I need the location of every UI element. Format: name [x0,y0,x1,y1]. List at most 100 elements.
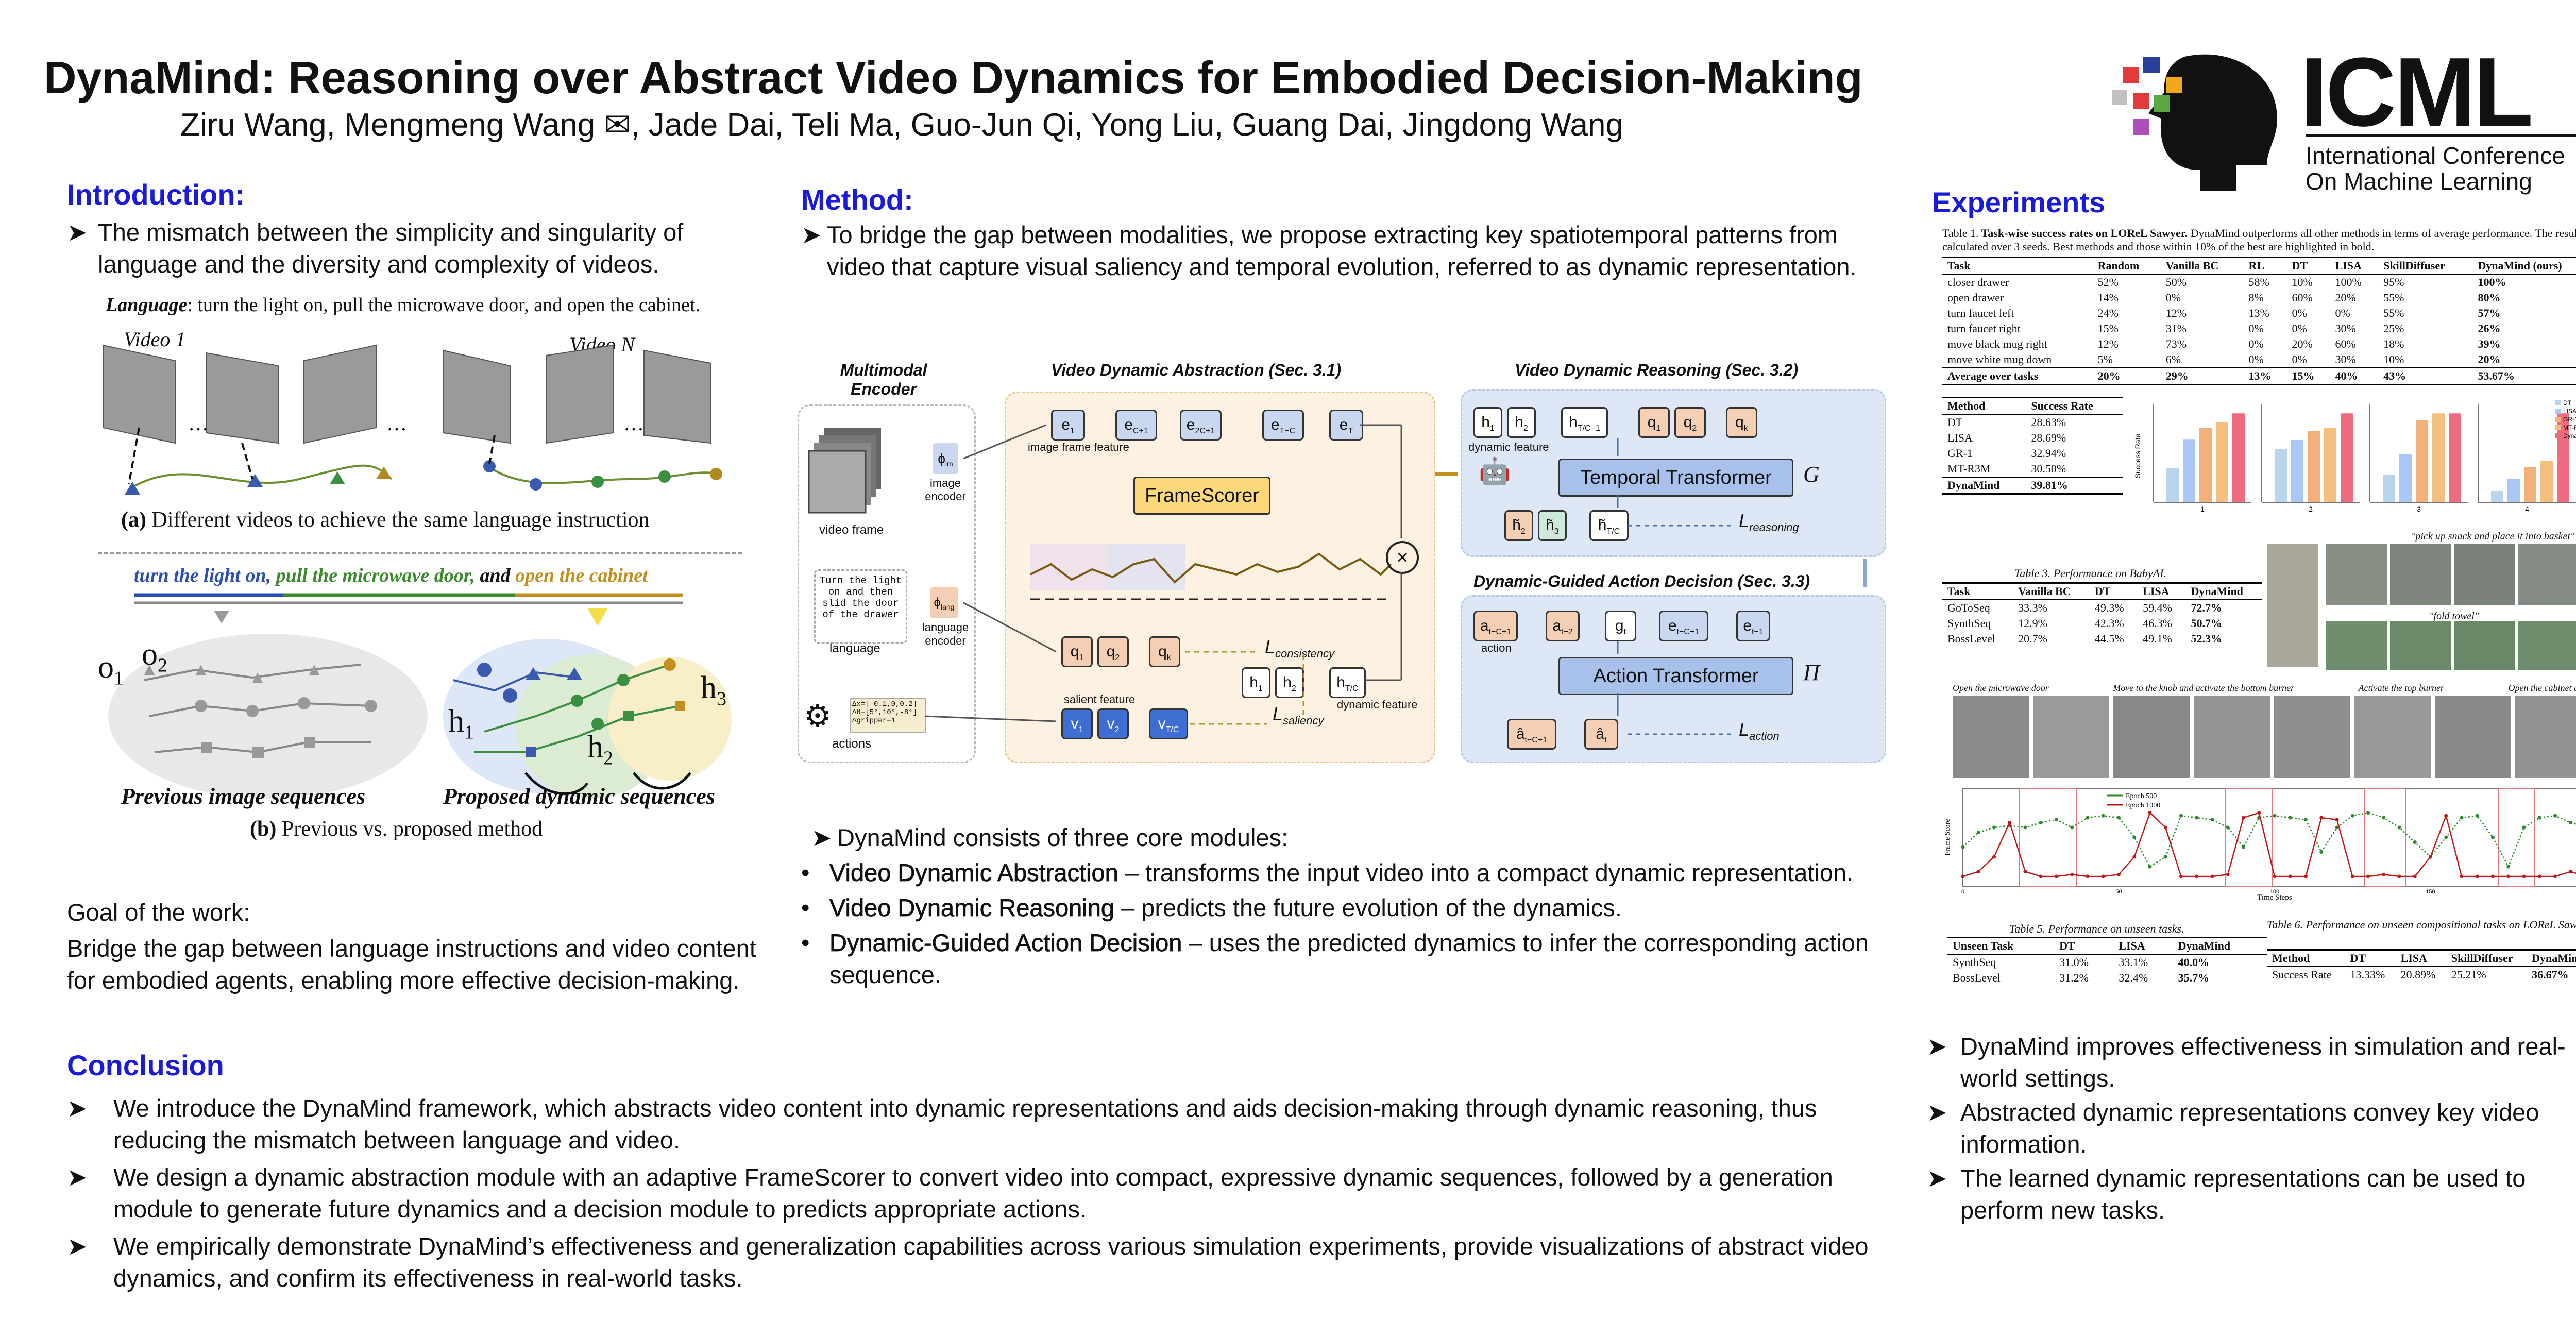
table-cell: closer drawer [1947,276,2009,289]
table-cell: 42.3% [2094,617,2124,630]
token-hhat3: h̃3 [1538,510,1567,541]
experiments-item: ➤Abstracted dynamic representations conv… [1927,1096,2576,1160]
video1-frames [103,344,711,444]
fig-actions-label: actions [832,737,872,751]
data-point [1976,831,1980,834]
table-cell: 10% [2383,353,2404,366]
intro-video1-label: Video 1 [124,328,186,351]
token-htc-abs: hT/C [1329,667,1366,698]
table-cell: 55% [2383,307,2404,319]
frame-score-curve [1030,544,1392,600]
token-ec1: eC+1 [1115,410,1157,441]
table-cell: BossLevel [1947,632,1995,645]
table-cell: 0% [2165,291,2181,304]
table-cell: 0% [2248,337,2264,350]
table-cell: 44.5% [2094,632,2124,645]
data-point [2023,870,2027,873]
data-point [2195,874,2199,878]
introduction-bullet: ➤The mismatch between the simplicity and… [67,216,757,280]
intro-language-line: Language: turn the light on, pull the mi… [106,294,700,316]
table-cell: 29% [2160,367,2244,385]
token-a-tc1: at−C+1 [1473,611,1518,641]
bar-MT-R3M [2216,422,2228,502]
icml-logo-text: ICML [2300,38,2533,147]
modules-intro-text: DynaMind consists of three core modules: [837,824,1289,851]
table-cell: 25.21% [2451,968,2486,981]
bullet-dot-icon: • [801,859,810,886]
token-h1-r: h1 [1473,407,1502,438]
token-etc: eT−C [1262,410,1304,441]
data-point [2163,825,2167,830]
svg-text:…: … [188,412,209,435]
table-cell: 20% [2478,353,2501,366]
series-line-Epoch 1000 [1962,811,2576,877]
real-photo [2390,621,2451,670]
table-cell: 20% [2292,337,2313,350]
vis-frame [2435,696,2511,778]
table1-caption-text: DynaMind outperforms all other methods i… [1942,227,2576,253]
table-cell: 57% [2478,307,2501,319]
label-h1: h1 [448,704,474,743]
data-point [2553,814,2557,818]
table-cell: 0% [2248,322,2264,335]
table-cell: 49.1% [2143,632,2172,645]
data-point [2522,874,2526,878]
data-point [1992,825,1996,830]
data-point [2304,874,2308,878]
vis-frame [2033,696,2109,778]
conclusion-text: We design a dynamic abstraction module w… [113,1163,1833,1223]
table-cell: 12% [2165,307,2187,319]
table-cell: 15% [2097,322,2119,335]
data-point [2055,818,2058,822]
instr-part-2: pull the microwave door, [271,565,475,586]
table-cell: 43% [2378,367,2473,385]
bar-LISA [2507,478,2520,502]
table-cell: 49.3% [2094,601,2124,614]
data-point [2210,818,2214,822]
data-point [2350,874,2354,878]
table-cell: 28.63% [2031,416,2066,429]
data-point [2444,814,2448,818]
fig-l-reasoning: Lreasoning [1739,510,1799,534]
table-header-cell: DT [2054,937,2114,955]
data-point [2366,811,2370,815]
table-cell: 13% [2243,367,2287,385]
table-cell: turn faucet right [1947,322,2021,335]
highlight-box [2498,788,2535,887]
action-values-box: Δx=[-0.1,0,0.2]Δθ=[5°,10°,-8°]Δgripper=1 [850,698,926,733]
experiments-text: DynaMind improves effectiveness in simul… [1960,1033,2566,1092]
legend-swatch [2555,425,2561,430]
table3-caption: Table 3. Performance on BabyAI. [2014,567,2166,580]
method-modules: ➤DynaMind consists of three core modules… [801,822,1873,991]
legend-label: Epoch 500 [2126,792,2157,800]
experiments-text: Abstracted dynamic representations conve… [1960,1098,2539,1158]
tick-label: 2 [2309,505,2313,513]
instr-part-1: turn the light on, [134,565,272,586]
table-cell: 50.7% [2191,617,2222,630]
module-item: •Video Dynamic Reasoning – predicts the … [801,892,1873,924]
intro-language-text: : turn the light on, pull the microwave … [187,294,701,316]
fig-g-label: G [1803,462,1820,487]
highlight-box [2019,788,2077,887]
real-photo [2326,621,2387,670]
data-point [2522,825,2526,830]
data-point [2382,816,2386,820]
fig-action-label: action [1481,641,1512,654]
data-point [2319,816,2324,820]
table-header-cell: DT [2345,949,2396,967]
language-encoder-box: ϕlang [930,587,958,618]
token-e-t1: et−1 [1736,611,1770,641]
table-header-cell: LISA [2138,582,2186,600]
data-point [2210,874,2214,878]
token-q1-r: q1 [1638,407,1670,438]
x-axis-label: Time Steps [2257,893,2292,902]
method-heading: Method: [801,183,913,216]
table-cell: 13.33% [2350,968,2385,981]
method-bullet: ➤To bridge the gap between modalities, w… [801,219,1873,283]
y-axis-label: Frame Score [1944,819,1952,855]
